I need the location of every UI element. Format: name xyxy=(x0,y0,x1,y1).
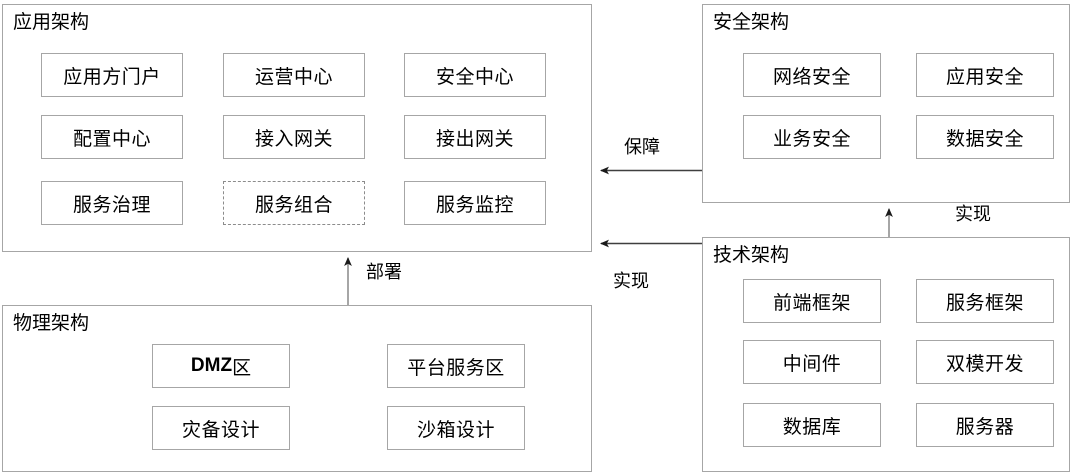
connector-label-technical-to-security: 实现 xyxy=(955,204,991,224)
node-ingress-gateway[interactable]: 接入网关 xyxy=(223,115,365,159)
node-application-security[interactable]: 应用安全 xyxy=(916,53,1054,97)
node-security-center[interactable]: 安全中心 xyxy=(404,53,546,97)
group-title-technical-architecture: 技术架构 xyxy=(713,245,790,266)
node-service-governance[interactable]: 服务治理 xyxy=(41,181,183,225)
node-frontend-framework[interactable]: 前端框架 xyxy=(743,279,881,323)
node-service-composition[interactable]: 服务组合 xyxy=(223,181,365,225)
connector-label-technical-to-application: 实现 xyxy=(613,271,649,291)
node-business-security[interactable]: 业务安全 xyxy=(743,115,881,159)
node-database[interactable]: 数据库 xyxy=(743,403,881,447)
connector-label-physical-to-application: 部署 xyxy=(366,262,402,282)
group-title-security-architecture: 安全架构 xyxy=(713,12,790,33)
node-service-framework[interactable]: 服务框架 xyxy=(916,279,1054,323)
node-service-monitoring[interactable]: 服务监控 xyxy=(404,181,546,225)
node-dmz-zone-cjk: 区 xyxy=(232,357,252,379)
group-application-architecture[interactable]: 应用架构 应用方门户 运营中心 安全中心 配置中心 接入网关 接出网关 服务治理… xyxy=(2,4,592,252)
node-app-portal[interactable]: 应用方门户 xyxy=(41,53,183,97)
node-platform-service-zone[interactable]: 平台服务区 xyxy=(387,344,525,388)
node-server[interactable]: 服务器 xyxy=(916,403,1054,447)
node-egress-gateway[interactable]: 接出网关 xyxy=(404,115,546,159)
node-disaster-recovery-design[interactable]: 灾备设计 xyxy=(152,406,290,450)
group-security-architecture[interactable]: 安全架构 网络安全 应用安全 业务安全 数据安全 xyxy=(702,4,1070,203)
node-sandbox-design[interactable]: 沙箱设计 xyxy=(387,406,525,450)
node-middleware[interactable]: 中间件 xyxy=(743,340,881,384)
node-data-security[interactable]: 数据安全 xyxy=(916,115,1054,159)
node-config-center[interactable]: 配置中心 xyxy=(41,115,183,159)
group-title-application-architecture: 应用架构 xyxy=(13,12,90,33)
group-technical-architecture[interactable]: 技术架构 前端框架 服务框架 中间件 双模开发 数据库 服务器 xyxy=(702,237,1070,472)
group-title-physical-architecture: 物理架构 xyxy=(13,313,90,334)
node-dmz-zone-latin: DMZ xyxy=(190,355,233,376)
node-bimodal-development[interactable]: 双模开发 xyxy=(916,340,1054,384)
connector-label-security-to-application: 保障 xyxy=(624,137,660,157)
node-operation-center[interactable]: 运营中心 xyxy=(223,53,365,97)
node-network-security[interactable]: 网络安全 xyxy=(743,53,881,97)
